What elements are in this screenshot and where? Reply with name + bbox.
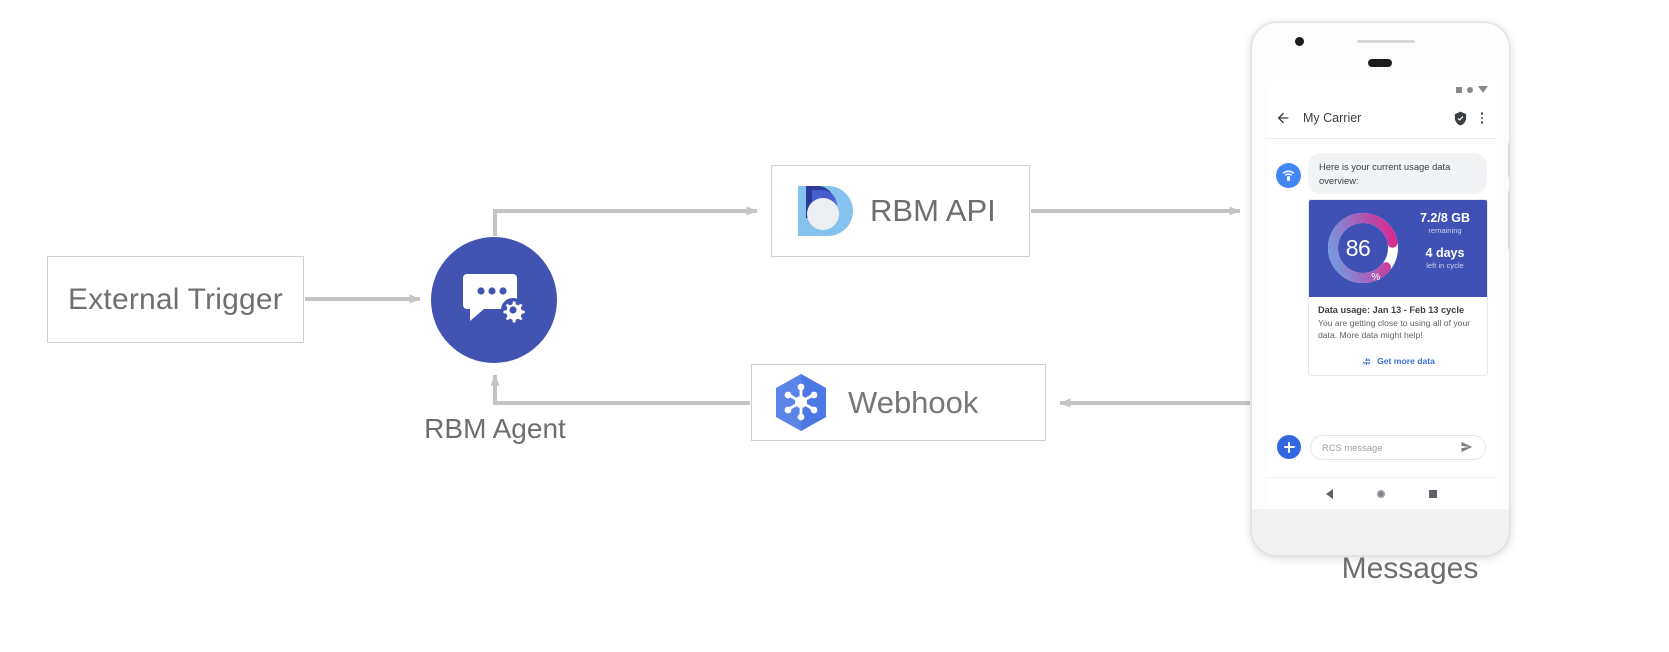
- card-media: 86 % 7.2/8 GB remaining 4 days left in c…: [1309, 200, 1487, 298]
- external-trigger-label: External Trigger: [68, 282, 283, 316]
- phone-screen: My Carrier: [1266, 81, 1497, 509]
- rbm-agent-label: RBM Agent: [424, 413, 566, 444]
- rbm-api-icon: [798, 186, 853, 236]
- composer-placeholder: RCS message: [1322, 441, 1383, 453]
- card-description: You are getting close to using all of yo…: [1318, 318, 1471, 341]
- nav-back-icon[interactable]: [1326, 488, 1333, 499]
- cloud-functions-hexagon-icon: [776, 373, 826, 431]
- nav-home-icon[interactable]: [1377, 489, 1385, 498]
- front-camera-icon: [1295, 37, 1304, 46]
- overflow-menu-icon[interactable]: [1476, 112, 1488, 124]
- stat-data-caption: remaining: [1428, 226, 1462, 236]
- verified-shield-icon: [1454, 111, 1467, 125]
- back-arrow-icon[interactable]: [1275, 110, 1291, 126]
- earpiece-speaker: [1368, 59, 1392, 67]
- triangle-down-icon: [1478, 86, 1488, 93]
- message-composer: RCS message: [1266, 425, 1497, 469]
- send-icon[interactable]: [1460, 440, 1474, 454]
- globe-icon: [1362, 356, 1372, 367]
- phone-top-bezel: [1252, 23, 1509, 81]
- earpiece-slit: [1357, 40, 1415, 43]
- messages-label: Messages: [1341, 552, 1479, 585]
- card-title: Data usage: Jan 13 - Feb 13 cycle: [1318, 305, 1465, 316]
- conversation-title: My Carrier: [1303, 111, 1362, 125]
- phone-device: My Carrier: [1251, 22, 1510, 556]
- connector-agent-to-api: [493, 206, 758, 236]
- rbm-api-node[interactable]: RBM API: [771, 165, 1030, 257]
- phone-power-button[interactable]: [1508, 143, 1509, 177]
- chat-gear-icon: [463, 274, 525, 323]
- stat-data-value: 7.2/8 GB: [1419, 211, 1471, 226]
- connector-webhook-to-agent: [490, 374, 750, 405]
- message-bubble: Here is your current usage data overview…: [1308, 153, 1487, 195]
- gauge-value: 86: [1345, 234, 1371, 261]
- external-trigger-node[interactable]: External Trigger: [47, 256, 304, 343]
- carrier-signal-icon: [1276, 163, 1301, 188]
- phone-bottom-bezel: [1252, 509, 1509, 555]
- card-action-label: Get more data: [1377, 356, 1435, 367]
- card-action-button[interactable]: Get more data: [1309, 349, 1487, 375]
- webhook-node[interactable]: Webhook: [751, 364, 1046, 441]
- gauge-readout: 86 %: [1323, 208, 1403, 288]
- square-icon: [1456, 86, 1462, 93]
- incoming-message-row: Here is your current usage data overview…: [1276, 153, 1487, 195]
- conversation-area: Here is your current usage data overview…: [1266, 139, 1497, 469]
- status-bar: [1266, 81, 1497, 98]
- gauge-unit: %: [1371, 272, 1381, 284]
- card-body: Data usage: Jan 13 - Feb 13 cycle You ar…: [1309, 297, 1487, 349]
- plus-icon[interactable]: [1277, 435, 1301, 459]
- app-bar: My Carrier: [1266, 98, 1497, 139]
- circle-icon: [1467, 86, 1473, 93]
- webhook-label: Webhook: [848, 384, 979, 420]
- stat-days-value: 4 days: [1425, 246, 1465, 261]
- rbm-api-label: RBM API: [870, 193, 996, 228]
- rbm-agent-node[interactable]: [431, 237, 557, 363]
- phone-volume-button[interactable]: [1508, 191, 1509, 249]
- rcs-message-input[interactable]: RCS message: [1310, 434, 1486, 460]
- usage-gauge: 86 %: [1323, 208, 1403, 288]
- android-nav-bar: [1266, 477, 1497, 509]
- stat-days-caption: left in cycle: [1426, 261, 1464, 271]
- nav-recent-icon[interactable]: [1429, 489, 1437, 498]
- card-stats: 7.2/8 GB remaining 4 days left in cycle: [1405, 211, 1485, 281]
- rich-card[interactable]: 86 % 7.2/8 GB remaining 4 days left in c…: [1308, 199, 1488, 376]
